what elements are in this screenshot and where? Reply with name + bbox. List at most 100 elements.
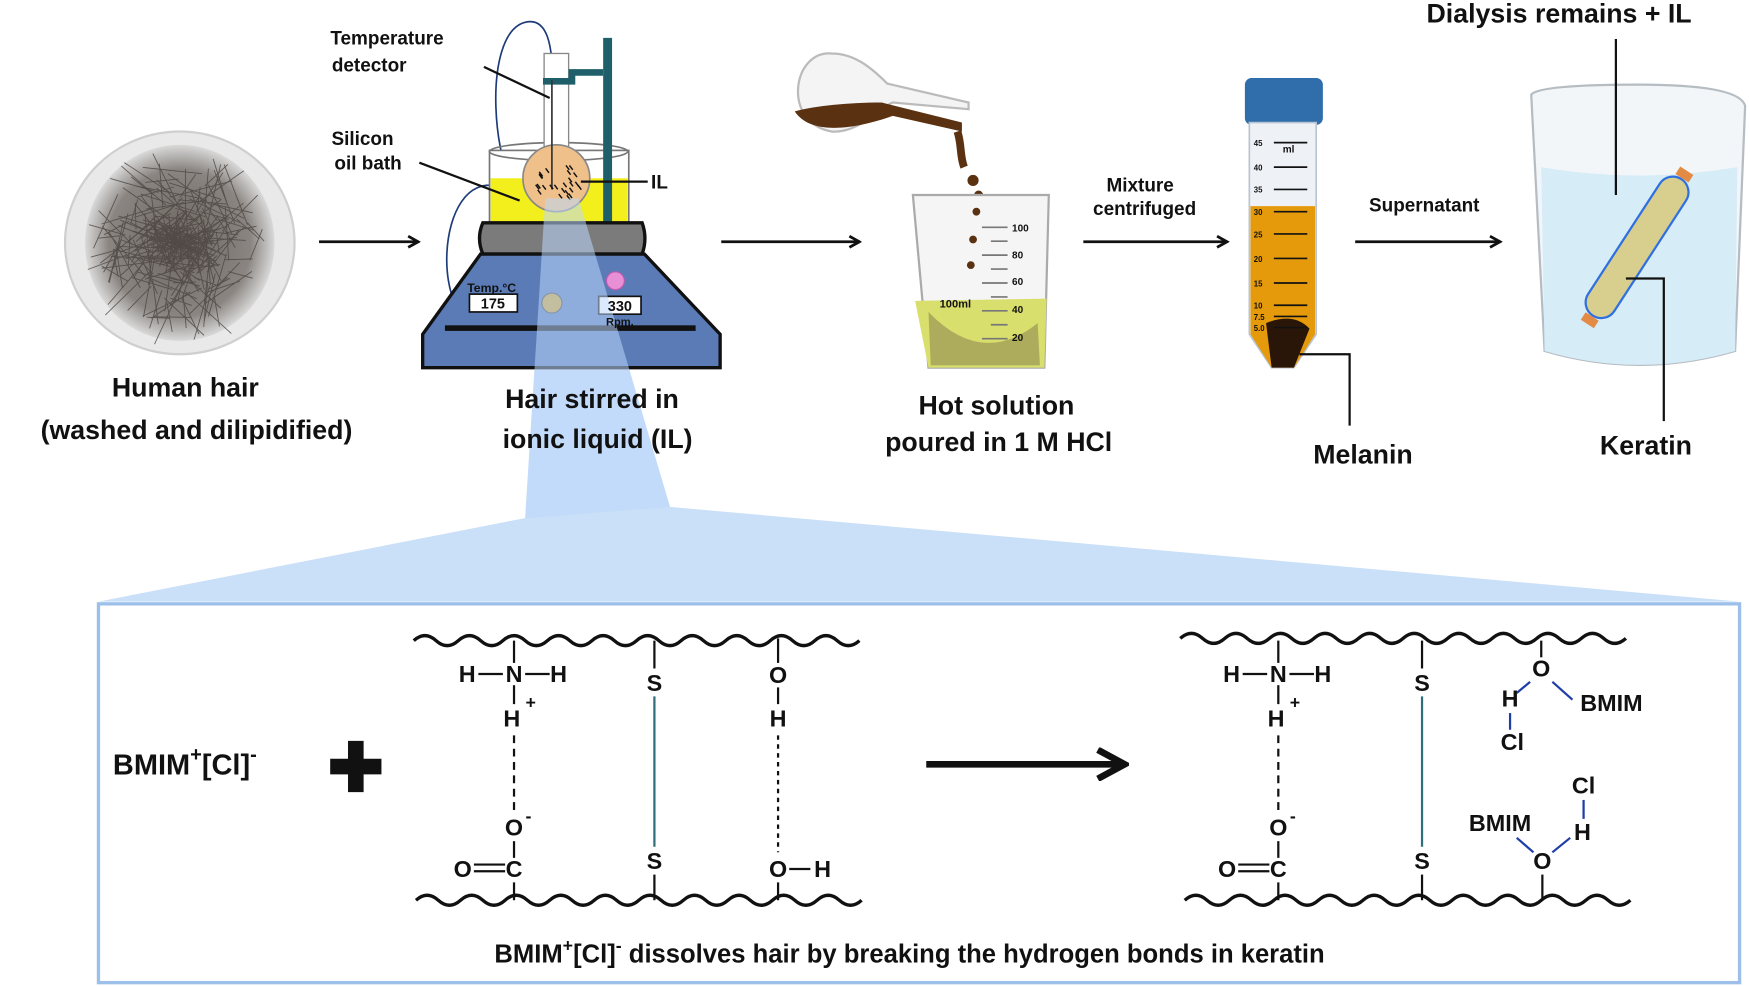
- hair-strand: [110, 178, 159, 193]
- hair-strand: [120, 257, 141, 276]
- hair-strand: [193, 277, 218, 287]
- atom-label: BMIM: [1580, 690, 1642, 716]
- hair-strand: [127, 285, 152, 311]
- hair-fragment: [567, 177, 573, 183]
- hair-fragment: [569, 181, 574, 187]
- hair-strand: [184, 290, 232, 334]
- hair-strand: [168, 182, 222, 200]
- hair-strand: [195, 172, 224, 214]
- hair-strand: [164, 267, 172, 312]
- hair-strand: [98, 235, 121, 239]
- hair-fragment: [558, 193, 563, 199]
- hair-strand: [188, 276, 228, 315]
- atom-label: C: [1270, 856, 1287, 882]
- atom-label: H: [770, 705, 787, 731]
- hair-strand: [119, 219, 157, 236]
- bond: [1551, 836, 1571, 854]
- keratin-backbone: [1179, 631, 1628, 646]
- centrifuge-tube: [1244, 77, 1323, 369]
- atom-label: O: [769, 662, 787, 688]
- atom-label: H: [1268, 705, 1285, 731]
- temp-label: Temp.°C: [467, 281, 516, 295]
- mechanism-box: [96, 602, 1742, 985]
- hair-petri-dish: [63, 130, 296, 356]
- hair-strand: [181, 273, 192, 300]
- hair-strand: [213, 294, 220, 327]
- atom-label: +: [1290, 693, 1300, 713]
- hair-strand: [212, 158, 227, 202]
- hair-strand: [105, 270, 152, 316]
- hair-fragment: [545, 167, 550, 174]
- hair-strand: [132, 239, 158, 294]
- atom-label: O: [1533, 848, 1551, 874]
- hair-strand: [122, 187, 171, 221]
- hair-strand: [152, 153, 176, 201]
- hair-label-2: (washed and dilipidified): [41, 415, 353, 445]
- hair-fragment: [538, 173, 543, 180]
- mechanism-caption: BMIM+[Cl]- dissolves hair by breaking th…: [494, 935, 1324, 968]
- hair-strand: [201, 228, 212, 266]
- hair-strand: [247, 222, 265, 242]
- hair-strand: [176, 239, 198, 254]
- hair-strand: [88, 224, 126, 236]
- bond: [1551, 681, 1574, 701]
- hair-strand: [153, 215, 199, 221]
- dialysis-beaker: [1530, 83, 1747, 366]
- hair-strand: [144, 213, 152, 278]
- atom-label: N: [506, 661, 523, 687]
- bond: [1516, 836, 1535, 854]
- hair-strand: [249, 229, 263, 261]
- hair-strand: [146, 210, 187, 262]
- atom-label: BMIM: [1469, 810, 1531, 836]
- atom-label: S: [1414, 848, 1430, 874]
- tube-tick-label: 25: [1254, 230, 1263, 239]
- hair-strand: [131, 238, 147, 262]
- hair-strand: [154, 284, 183, 345]
- hair-strand: [134, 230, 185, 252]
- hair-fragment: [566, 169, 572, 176]
- hair-strand: [130, 176, 154, 196]
- hair-strand: [99, 223, 151, 264]
- tube-tick-label: 7.5: [1254, 313, 1265, 322]
- hair-strand: [177, 223, 182, 263]
- hair-strand: [145, 178, 179, 183]
- hair-strand: [208, 253, 227, 317]
- reagent-label: BMIM+[Cl]-: [113, 744, 257, 781]
- dialysis-remains-label: Dialysis remains + IL: [1427, 0, 1692, 28]
- hair-strand: [158, 163, 164, 209]
- hair-strand: [182, 295, 187, 329]
- hair-strand: [187, 214, 229, 264]
- hair-strand: [193, 285, 211, 340]
- hair-strand: [147, 227, 192, 231]
- hair-strand: [149, 290, 163, 329]
- beaker-tick-20: 20: [1012, 333, 1024, 344]
- atom-label: C: [506, 856, 523, 882]
- hair-strand: [162, 248, 194, 266]
- pour-label-1: Hot solution: [919, 390, 1075, 420]
- atom-label: O: [505, 815, 523, 841]
- hair-strand: [90, 249, 118, 258]
- hair-strand: [136, 185, 198, 199]
- atom-label: H: [1314, 661, 1331, 687]
- tube-tick-label: 5.0: [1254, 324, 1265, 333]
- tube-unit: ml: [1283, 145, 1295, 156]
- hair-strand: [185, 235, 227, 257]
- plus-icon: [330, 740, 382, 793]
- hair-strand: [236, 218, 260, 240]
- atom-label: +: [526, 693, 536, 713]
- atom-label: -: [1290, 806, 1296, 826]
- centrifuge-arrow-label-1: Mixture: [1106, 176, 1173, 197]
- atom-label: H: [1502, 685, 1519, 711]
- dialysis-bag: [1580, 166, 1694, 329]
- hair-fragment: [565, 164, 570, 171]
- beam-overlay: [525, 198, 671, 519]
- melanin-label: Melanin: [1313, 439, 1412, 469]
- hair-strand: [203, 271, 253, 305]
- atom-label: O: [1218, 856, 1236, 882]
- oil-bath-label-2: oil bath: [334, 153, 401, 174]
- hair-fragment: [538, 172, 544, 179]
- hair-strand: [142, 167, 202, 175]
- hair-strand: [137, 271, 186, 285]
